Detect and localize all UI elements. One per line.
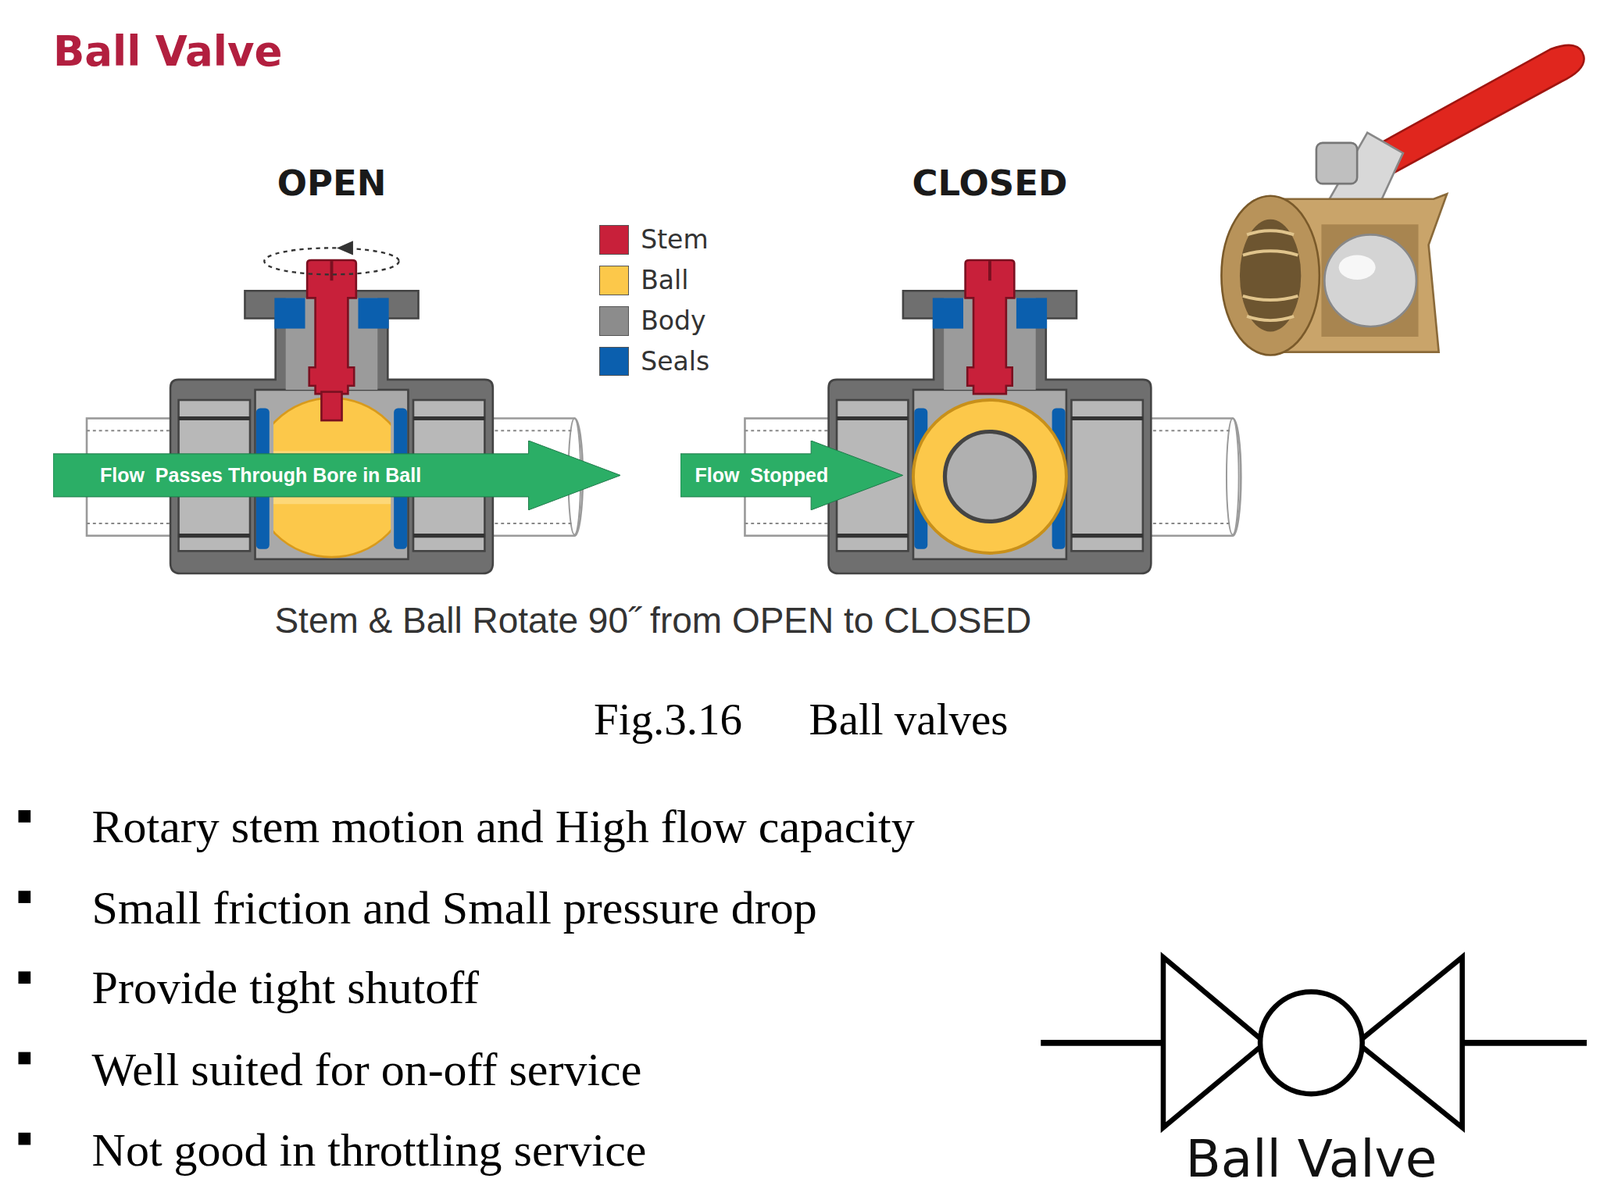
bullet xyxy=(18,810,32,823)
symbol-label: Ball Valve xyxy=(1096,1128,1526,1190)
legend-swatch xyxy=(599,265,629,296)
state-label: CLOSED xyxy=(836,162,1143,205)
threads xyxy=(1242,230,1299,321)
ball-valve-photo xyxy=(1221,45,1584,356)
stem-tip xyxy=(321,392,342,422)
chrome-ball xyxy=(1324,234,1417,327)
slide-title: Ball Valve xyxy=(53,26,461,77)
symbol-triangle xyxy=(1357,957,1463,1128)
flow-arrow: Flow Passes Through Bore in Ball xyxy=(53,440,621,511)
legend-text: Ball xyxy=(640,264,794,297)
legend-text: Body xyxy=(640,305,794,337)
symbol-line xyxy=(1462,1039,1587,1047)
legend-swatch xyxy=(599,346,629,377)
bullet xyxy=(18,890,32,904)
bullet xyxy=(18,1052,32,1065)
bullet-text: Rotary stem motion and High flow capacit… xyxy=(92,798,1215,855)
figure-caption: Fig.3.16 Ball valves xyxy=(392,692,1210,747)
bullet-markers xyxy=(18,810,32,1145)
bullet xyxy=(18,971,32,984)
arrow-text: Flow Stopped xyxy=(680,440,829,511)
cutaway xyxy=(1321,224,1418,337)
stem-nut xyxy=(1316,142,1358,184)
bullet-text: Small friction and Small pressure drop xyxy=(92,879,1215,936)
closed-ball xyxy=(913,400,1067,554)
legend-swatch xyxy=(599,306,629,336)
arrow-polygon xyxy=(53,440,621,511)
arrow-text: Flow Passes Through Bore in Ball xyxy=(53,440,422,511)
rotation-arrowhead xyxy=(336,240,354,255)
bullet-text: Well suited for on-off service xyxy=(92,1041,1215,1098)
port xyxy=(1239,219,1301,333)
ball-bore xyxy=(944,431,1035,522)
symbol-circle xyxy=(1260,992,1363,1095)
bullet-text: Provide tight shutoff xyxy=(92,959,1215,1016)
arrow-polygon xyxy=(680,440,904,511)
ball-highlight xyxy=(1339,255,1376,280)
symbol-line xyxy=(1040,1039,1164,1047)
closed-stem xyxy=(965,260,1015,394)
bullet xyxy=(18,1132,32,1146)
bullet-text: Not good in throttling service xyxy=(92,1121,1215,1179)
ball-valve-symbol xyxy=(1040,957,1587,1128)
open-stem xyxy=(307,260,357,394)
state-label: OPEN xyxy=(178,162,486,205)
legend-text: Seals xyxy=(640,346,794,378)
legend-swatch xyxy=(599,225,629,255)
symbol-triangle xyxy=(1163,957,1266,1128)
flow-arrow: Flow Stopped xyxy=(680,440,904,511)
rotation-note: Stem & Ball Rotate 90˝ from OPEN to CLOS… xyxy=(142,599,1164,643)
pipe-thread-end xyxy=(1221,196,1319,356)
rotation-arrow xyxy=(264,247,399,275)
legend-text: Stem xyxy=(640,224,794,256)
